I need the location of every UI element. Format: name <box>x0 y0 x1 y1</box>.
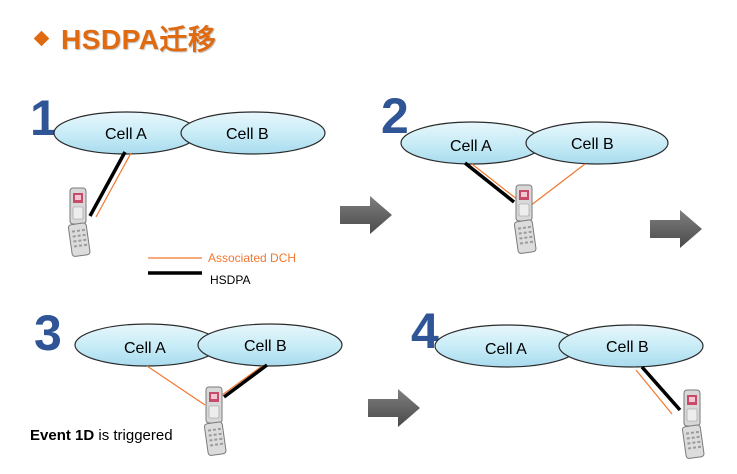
step-number: 4 <box>411 303 439 359</box>
associated-dch-link <box>95 152 132 218</box>
page-title: HSDPA迁移 <box>33 18 217 58</box>
title-text: HSDPA迁移 <box>61 24 217 55</box>
associated-dch-link <box>217 365 263 399</box>
hsdpa-link <box>222 363 269 399</box>
event-caption: Event 1D is triggered <box>30 427 173 444</box>
hsdpa-link <box>640 365 682 412</box>
cell-a-label: Cell A <box>450 138 492 155</box>
right-arrow-icon <box>340 196 392 234</box>
cell-b-label: Cell B <box>606 339 649 356</box>
step-1: 1 Cell A Cell B <box>30 90 326 258</box>
cell-b-label: Cell B <box>244 338 287 355</box>
associated-dch-link <box>529 163 586 207</box>
cell-b-ellipse <box>525 121 669 165</box>
legend-hsdpa-label: HSDPA <box>210 273 250 287</box>
cell-b-label: Cell B <box>571 136 614 153</box>
step-number: 3 <box>34 305 62 361</box>
right-arrow-icon <box>368 389 420 427</box>
hsdpa-link <box>463 161 516 204</box>
associated-dch-link <box>635 369 673 415</box>
right-arrow-icon <box>650 210 702 248</box>
phone-icon <box>513 184 537 255</box>
associated-dch-link <box>146 365 206 406</box>
hsdpa-link <box>88 151 127 217</box>
cell-b-label: Cell B <box>226 126 269 143</box>
cell-b-ellipse <box>558 324 704 368</box>
step-number: 1 <box>30 90 58 146</box>
step-3: 3 Cell A Cell B <box>34 305 343 457</box>
cell-a-label: Cell A <box>485 341 527 358</box>
event-text: is triggered <box>94 427 173 444</box>
cell-b-ellipse <box>197 323 343 367</box>
associated-dch-link <box>471 163 519 201</box>
phone-icon <box>67 187 91 258</box>
event-name: Event 1D <box>30 427 95 444</box>
step-number: 2 <box>381 88 409 144</box>
phone-icon <box>203 386 227 457</box>
legend-associated-dch-label: Associated DCH <box>208 251 296 265</box>
cell-b-ellipse <box>180 111 326 155</box>
cell-a-label: Cell A <box>124 340 166 357</box>
step-2: 2 Cell A Cell B <box>381 88 669 255</box>
step-4: 4 Cell A Cell B <box>411 303 705 460</box>
cell-a-label: Cell A <box>105 126 147 143</box>
legend: Associated DCH HSDPA <box>148 251 296 287</box>
phone-icon <box>681 389 705 460</box>
